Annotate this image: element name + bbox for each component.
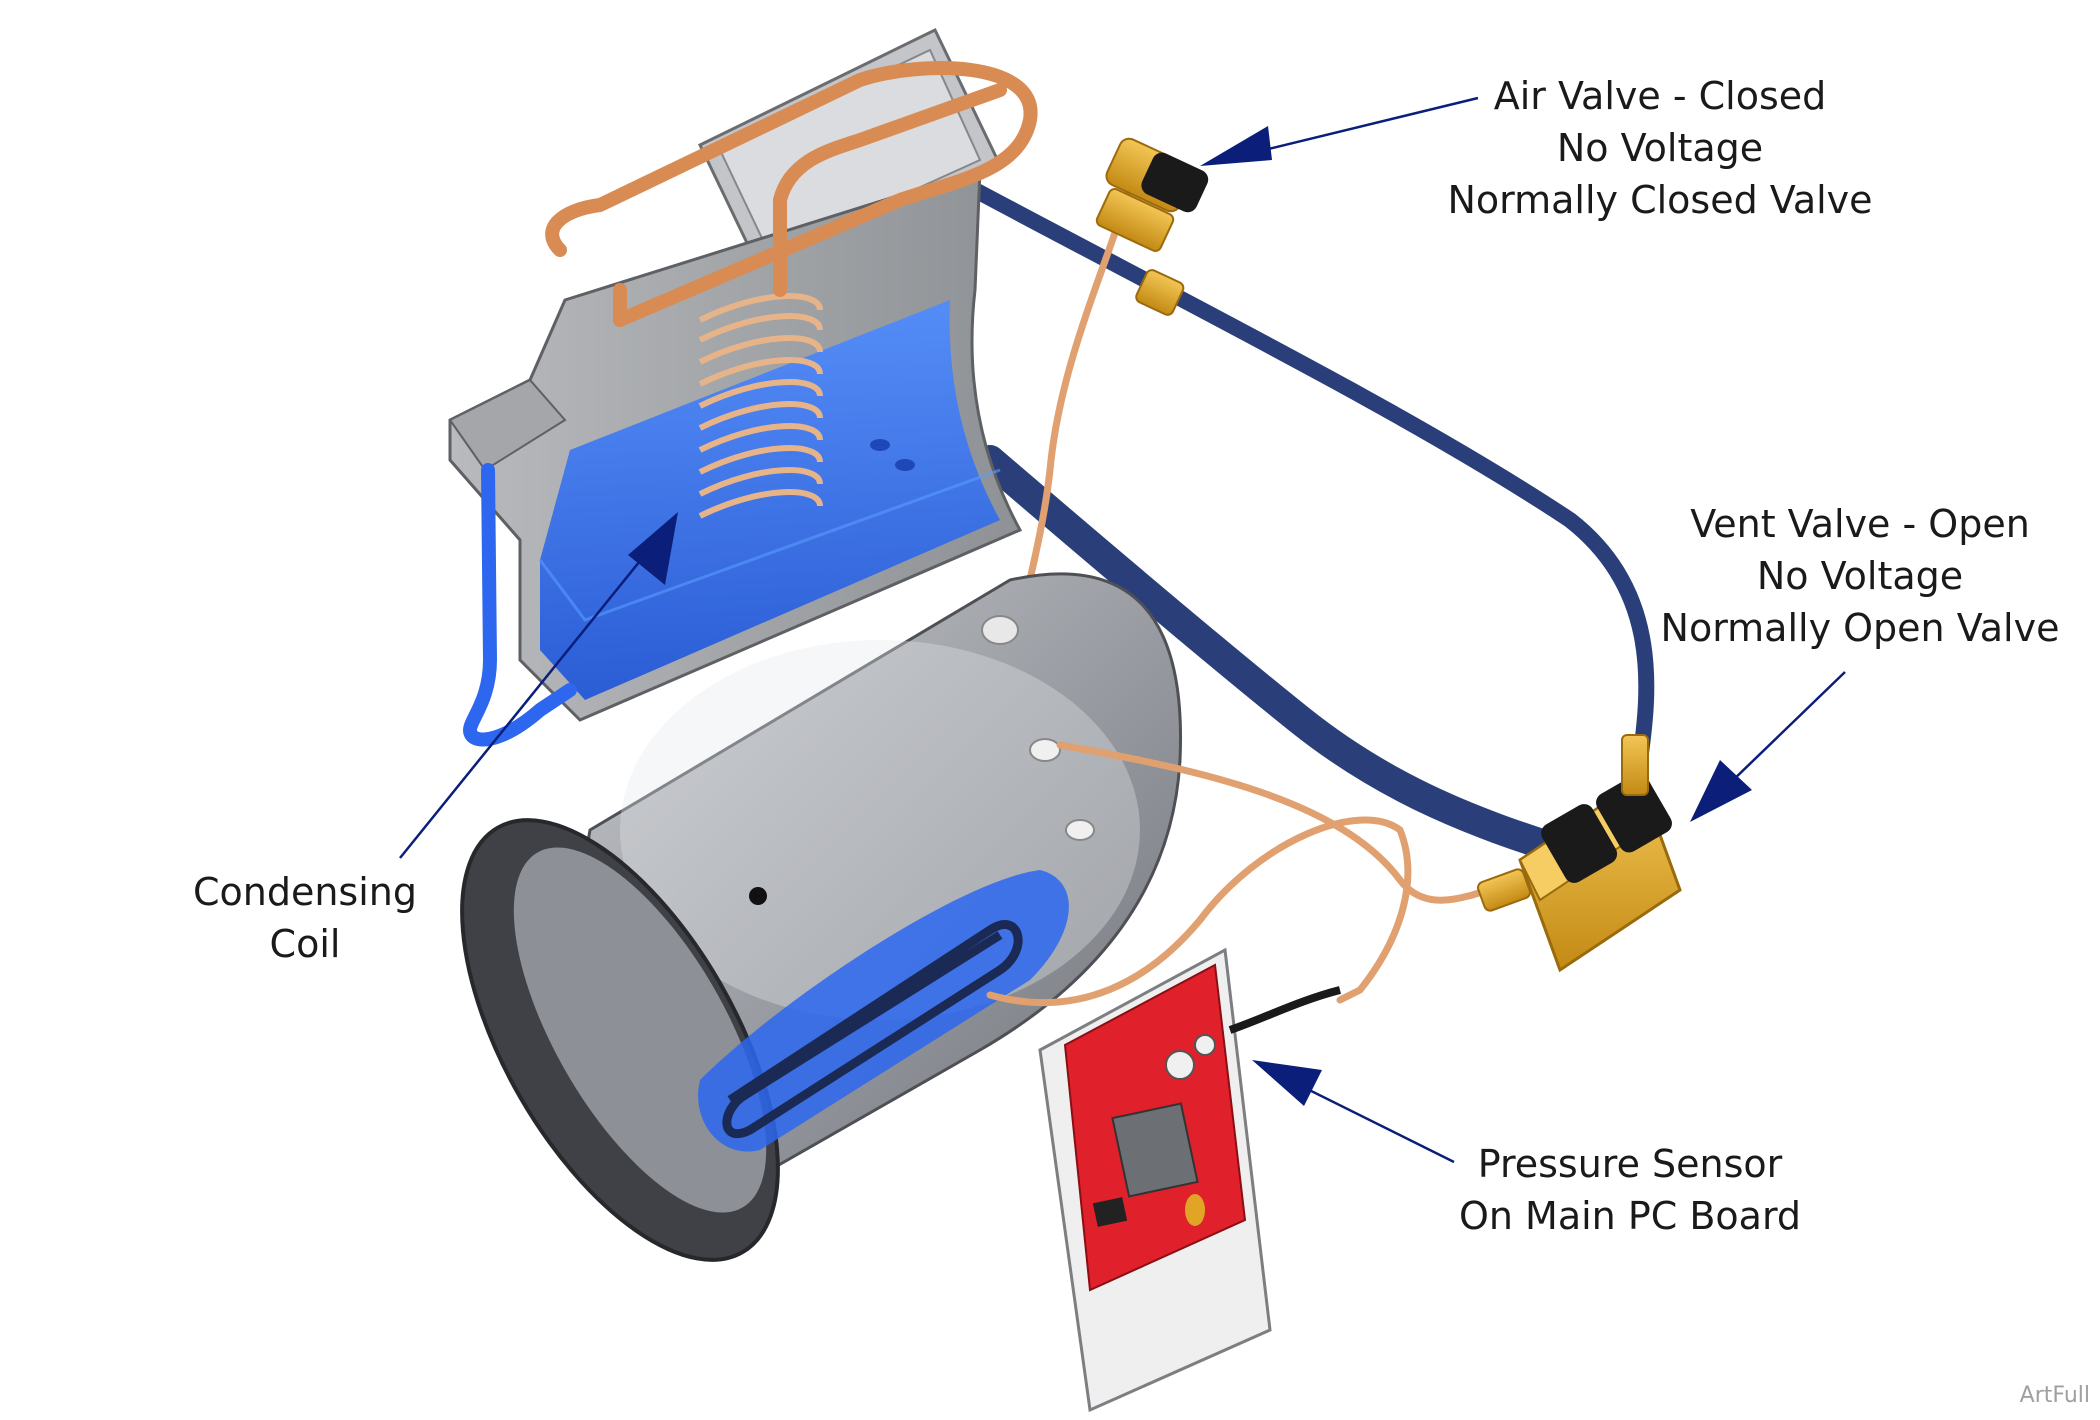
- vent-valve: [1477, 734, 1682, 973]
- main-pc-board: [1038, 947, 1341, 1413]
- air-valve-label-line1: Air Valve - Closed: [1493, 74, 1827, 118]
- reservoir-drain-tube: [462, 463, 577, 747]
- arrow-condensing-coil: [399, 512, 678, 859]
- condensing-coil-label-line1: Condensing: [192, 870, 417, 914]
- air-valve-label: Air Valve - Closed No Voltage Normally C…: [1410, 70, 1910, 226]
- pressure-sensor-label-line2: On Main PC Board: [1458, 1194, 1802, 1238]
- vent-valve-label: Vent Valve - Open No Voltage Normally Op…: [1620, 498, 2100, 654]
- blue-hose-lower: [975, 445, 1575, 865]
- condensing-coil-label: Condensing Coil: [150, 866, 460, 970]
- sterilizer-chamber: [460, 572, 1183, 1262]
- artwork-watermark: ArtFull: [2019, 1383, 2090, 1408]
- arrow-pressure-sensor: [1252, 1060, 1455, 1164]
- pressure-sensor-label-line1: Pressure Sensor: [1477, 1142, 1783, 1186]
- copper-loop-top: [545, 61, 1038, 327]
- arrow-air-valve: [1200, 96, 1479, 166]
- vent-valve-label-line3: Normally Open Valve: [1660, 606, 2060, 650]
- air-valve-label-line2: No Voltage: [1556, 126, 1764, 170]
- vent-valve-label-line2: No Voltage: [1756, 554, 1964, 598]
- copper-tube-lines: [986, 741, 1524, 1007]
- air-valve-label-line3: Normally Closed Valve: [1447, 178, 1873, 222]
- pressure-sensor-label: Pressure Sensor On Main PC Board: [1380, 1138, 1880, 1242]
- vent-valve-label-line1: Vent Valve - Open: [1690, 502, 2030, 546]
- condensing-coil-label-line2: Coil: [269, 922, 341, 966]
- arrow-vent-valve: [1690, 671, 1846, 822]
